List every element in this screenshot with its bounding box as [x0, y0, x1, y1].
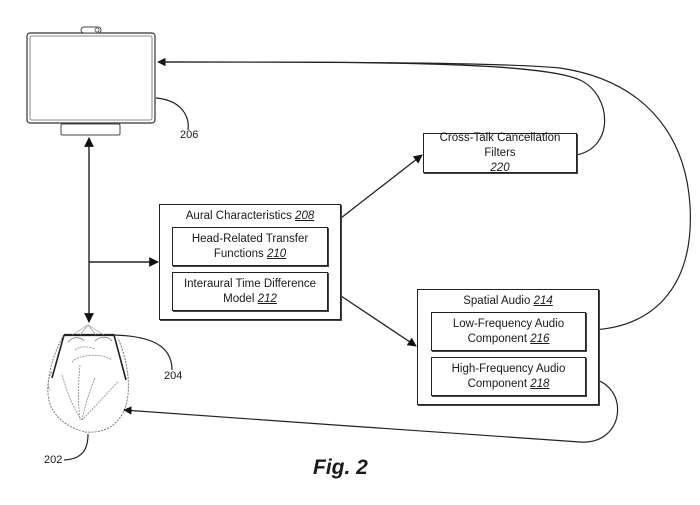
- leader-202: [63, 433, 89, 461]
- lowfreq-to-display-arrow: [157, 61, 691, 331]
- sound-rays: [71, 324, 105, 336]
- cross-talk-ref: 220: [490, 161, 510, 174]
- highfreq-to-head-arrow: [123, 377, 619, 443]
- headset-right-arm: [113, 334, 127, 381]
- aural-characteristics-ref: 208: [295, 210, 315, 222]
- ref-206: 206: [180, 129, 199, 141]
- spatial-audio-label: Spatial Audio: [463, 295, 531, 307]
- head-top-view: [47, 324, 129, 433]
- itd-model-box: Interaural Time Difference Model 212: [172, 272, 328, 311]
- aural-to-crosstalk-arrow: [340, 154, 423, 219]
- ref-204: 204: [164, 370, 183, 382]
- headset-left-arm: [51, 334, 65, 379]
- figure-caption: Fig. 2: [313, 456, 368, 479]
- high-frequency-label-line2: Component: [467, 377, 528, 390]
- hrtf-label-line1: Head-Related Transfer: [191, 232, 309, 245]
- head-outline: [47, 337, 129, 433]
- low-frequency-label-line2: Component: [467, 332, 528, 345]
- itd-ref: 212: [257, 292, 277, 305]
- display-screen: [29, 35, 153, 121]
- display-stand: [60, 123, 121, 136]
- low-frequency-label-line1: Low-Frequency Audio: [452, 317, 565, 330]
- aural-characteristics-title: Aural Characteristics 208: [160, 210, 340, 222]
- itd-label-line2: Model: [223, 292, 255, 305]
- hrtf-label-line2: Functions: [213, 247, 264, 260]
- cross-talk-label: Cross-Talk Cancellation Filters: [439, 131, 561, 159]
- cross-talk-box: Cross-Talk Cancellation Filters 220: [423, 131, 577, 174]
- itd-label-line1: Interaural Time Difference: [183, 277, 317, 290]
- camera-lens: [94, 27, 100, 33]
- display-device: [26, 26, 156, 136]
- leader-206: [155, 97, 189, 131]
- spatial-audio-ref: 214: [533, 295, 553, 307]
- high-frequency-ref: 218: [530, 377, 550, 390]
- aural-characteristics-label: Aural Characteristics: [185, 210, 292, 222]
- high-frequency-label-line1: High-Frequency Audio: [451, 362, 566, 375]
- leader-204: [113, 334, 173, 371]
- aural-characteristics-box: Aural Characteristics 208 Head-Related T…: [159, 204, 341, 320]
- spatial-audio-title: Spatial Audio 214: [418, 295, 598, 307]
- aural-to-spatial-arrow: [340, 295, 417, 347]
- low-frequency-ref: 216: [530, 332, 550, 345]
- low-frequency-box: Low-Frequency Audio Component 216: [431, 312, 586, 351]
- high-frequency-box: High-Frequency Audio Component 218: [431, 357, 586, 396]
- spatial-audio-box: Spatial Audio 214 Low-Frequency Audio Co…: [417, 289, 599, 405]
- hrtf-ref: 210: [266, 247, 287, 260]
- hrtf-box: Head-Related Transfer Functions 210: [172, 227, 328, 266]
- ref-202: 202: [44, 454, 63, 466]
